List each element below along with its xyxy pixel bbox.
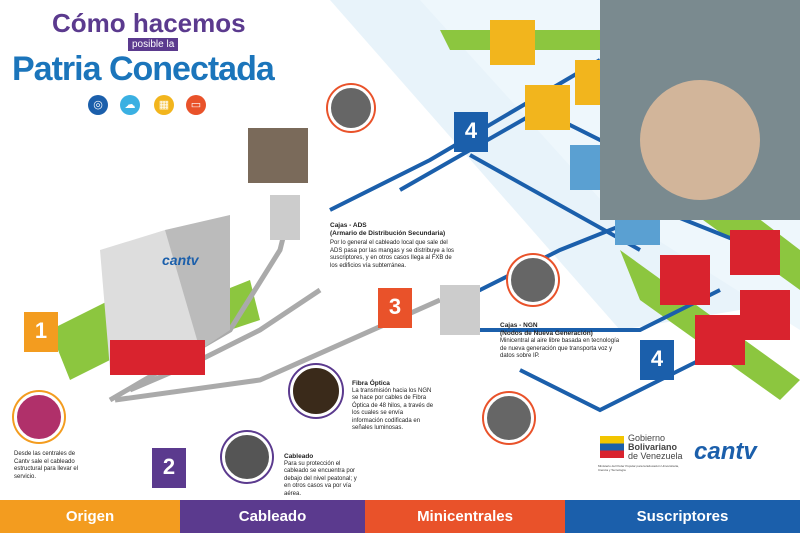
step-number-1: 1 [24,312,58,352]
rack-photo [248,128,308,183]
cables-photo [14,392,64,442]
title-line-2: posible la [128,38,179,51]
footer-origen: Origen [0,500,180,533]
globe-icon: ◎ [88,95,108,115]
ngn-title: Cajas - NGN [500,322,538,329]
ngn-cabinet [440,285,480,335]
ads-cabinet [270,195,300,240]
ngn-text: Minicentral al aire libre basada en tecn… [500,338,620,359]
footer-suscriptores: Suscriptores [565,500,800,533]
gov-line-1: Gobierno [628,433,666,443]
step-3-text: La transmisión hacia los NGN se hace por… [352,387,434,432]
ads-photo [328,85,374,131]
cantv-logo: cantv [694,438,757,465]
ngn-desc: Cajas - NGN(Nodos de Nueva Generación)Mi… [500,322,620,361]
step-number-4b: 4 [640,340,674,380]
ads-title: Cajas - ADS [330,222,367,229]
step-number-4a: 4 [454,112,488,152]
ads-subtitle: (Armario de Distribución Secundaria) [330,229,446,237]
title-line-1: Cómo hacemos [52,8,246,38]
page-title: Patria Conectada [12,50,275,88]
ngn-photo [508,255,558,305]
gov-line-3: de Venezuela [628,451,683,461]
ngn-subtitle: (Nodos de Nueva Generación) [500,329,593,337]
ads-desc: Cajas - ADS(Armario de Distribución Secu… [330,222,460,270]
ads-text: Por lo general el cableado local que sal… [330,240,455,269]
cloud-icon: ☁ [120,95,140,115]
worker-photo [222,432,272,482]
step-number-2: 2 [152,448,186,488]
ngn-tech-photo [484,393,534,443]
footer-cableado: Cableado [180,500,365,533]
step-3-title: Fibra Óptica [352,380,390,387]
footer-minicentrales: Minicentrales [365,500,565,533]
fiber-photo [290,365,342,417]
building-logo: cantv [162,252,199,268]
step-2-title: Cableado [284,453,314,460]
gov-line-2: Bolivariano [628,442,678,452]
calculator-icon: ▦ [154,95,174,115]
cantv-building [100,215,230,375]
venezuela-flag-icon [600,436,624,458]
step-2-text: Para su protección el cableado se encuen… [284,460,357,497]
step-1-text: Desde las centrales de Cantv sale el cab… [14,451,79,480]
tv-icon: ▭ [186,95,206,115]
ministry-text: Ministerio del Poder Popular para la Edu… [598,464,679,472]
step-number-3: 3 [378,288,412,328]
